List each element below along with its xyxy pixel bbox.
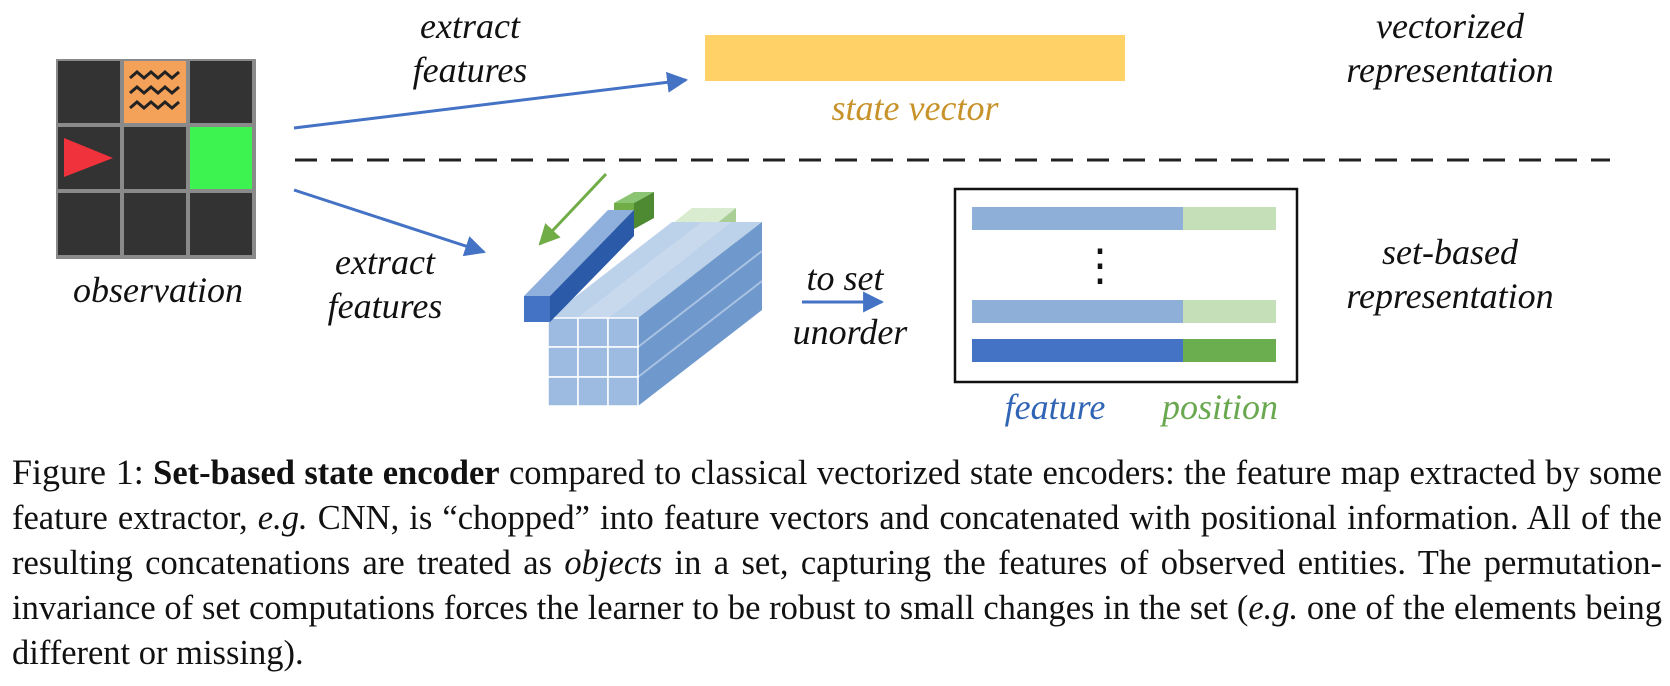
grid-cell [124, 193, 186, 255]
figure-diagram [56, 35, 1610, 407]
grid-cell [190, 61, 252, 123]
caption-text: CNN, is “chopped” into feature vectors a… [12, 499, 1662, 582]
grid-cell [58, 61, 120, 123]
caption-figure-number: Figure 1: [12, 452, 144, 492]
caption-bold-title: Set-based state encoder [153, 454, 500, 492]
set-based-representation-label: set-based representation [1346, 232, 1554, 316]
extracted-feature-brick [550, 210, 634, 322]
feature-map-cube [524, 192, 763, 407]
ellipsis-label: ⋮ [1078, 241, 1122, 290]
unorder-label: unorder [792, 312, 908, 352]
feature-brick-top [578, 222, 732, 318]
position-block [694, 208, 736, 224]
state-vector-bar [705, 35, 1125, 81]
extract-features-top-label: extract features [412, 6, 528, 90]
feature-brick-front [577, 317, 609, 348]
feature-brick-front [547, 376, 579, 407]
feature-brick-front [577, 346, 609, 378]
red-triangle-agent-icon [64, 138, 113, 177]
observation-label: observation [73, 270, 243, 310]
state-vector-label: state vector [831, 88, 999, 128]
feature-brick-top [548, 222, 702, 318]
pull-out-arrow [538, 172, 608, 246]
feature-brick-front [577, 376, 609, 407]
set-box [953, 187, 1299, 384]
position-label: position [1161, 387, 1278, 427]
position-segment [1183, 339, 1276, 362]
caption-text: one of the elements being different or m… [12, 589, 1662, 672]
green-goal-cell [190, 127, 252, 189]
feature-brick-front [547, 317, 579, 348]
position-block-highlight [614, 192, 654, 203]
caption-text: compared to classical vectorized state e… [12, 454, 1662, 537]
extract-arrow-top [293, 71, 689, 130]
caption-text: in a set, capturing the features of obse… [12, 544, 1662, 627]
vectorized-representation-label: vectorized representation [1346, 6, 1554, 90]
extract-features-bottom-label: extract features [327, 242, 443, 326]
set-row [972, 300, 1276, 323]
extracted-feature-brick [524, 210, 634, 296]
grid-cell [190, 193, 252, 255]
position-block-highlight [634, 192, 654, 229]
feature-segment [972, 339, 1183, 362]
feature-brick-front [607, 317, 639, 348]
feature-segment [972, 207, 1183, 230]
figure-caption: Figure 1: Set-based state encoder compar… [12, 450, 1662, 676]
extract-arrow-bottom [293, 188, 486, 257]
grid-cell [58, 193, 120, 255]
feature-segment [972, 300, 1183, 323]
caption-eg: e.g. [257, 499, 308, 537]
feature-label: feature [1004, 387, 1106, 427]
extracted-feature-brick [524, 296, 550, 322]
feature-brick-front [607, 376, 639, 407]
to-set-label: to set [806, 258, 884, 298]
set-row-highlight [972, 339, 1276, 362]
observation-grid [56, 59, 256, 259]
feature-brick-top [608, 222, 762, 318]
caption-eg: e.g. [1248, 589, 1299, 627]
feature-brick-front [547, 346, 579, 378]
set-row [972, 207, 1276, 230]
figure-1: extract features state vector vectorized… [56, 6, 1610, 427]
feature-brick-side [638, 222, 762, 406]
grid-cell [124, 127, 186, 189]
caption-objects: objects [564, 544, 663, 582]
feature-brick-front [607, 346, 639, 378]
position-segment [1183, 300, 1276, 323]
water-waves-icon [129, 70, 180, 110]
position-block [672, 208, 714, 224]
position-segment [1183, 207, 1276, 230]
